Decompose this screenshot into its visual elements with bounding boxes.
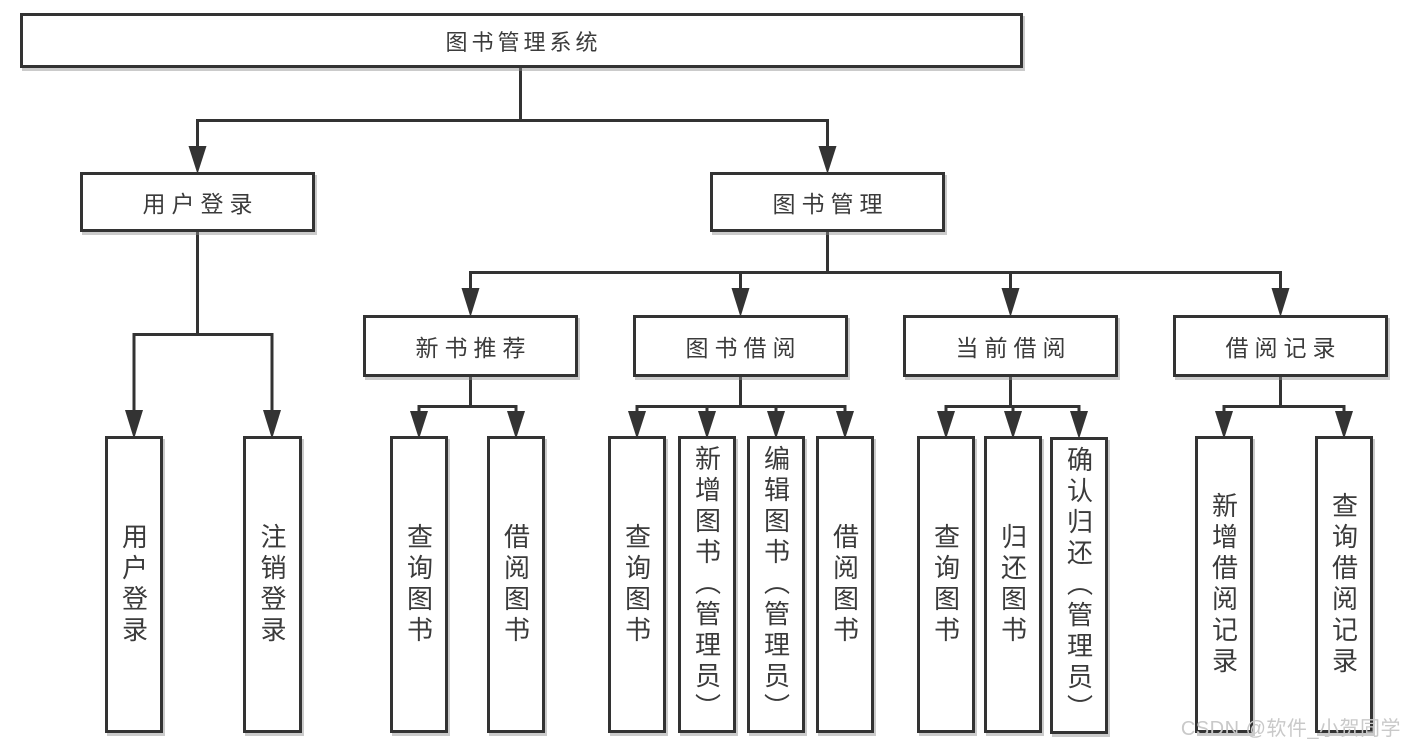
- connector-new-book-branch: [410, 377, 525, 439]
- leaf-query-books-current: 查询图书: [917, 436, 975, 733]
- node-label: 用户登录: [142, 191, 259, 217]
- node-label: 新书推荐: [415, 335, 532, 361]
- connector-book-borrowing-branch: [628, 377, 854, 439]
- node-library-management-system: 图书管理系统: [20, 13, 1023, 68]
- node-label: 当前借阅: [955, 335, 1072, 361]
- node-label: 确认归还（管理员）: [1063, 446, 1094, 725]
- leaf-add-book-admin: 新增图书（管理员）: [678, 436, 736, 733]
- node-label: 查询图书: [403, 522, 434, 647]
- watermark-csdn: CSDN @软件_小贺同学: [1180, 718, 1401, 740]
- leaf-query-books-recommend: 查询图书: [390, 436, 448, 733]
- node-user-login: 用户登录: [80, 172, 315, 232]
- leaf-add-borrow-record: 新增借阅记录: [1195, 436, 1253, 733]
- node-label: 归还图书: [997, 522, 1028, 647]
- node-label: 借阅记录: [1225, 335, 1342, 361]
- connector-borrow-records-branch: [1215, 377, 1353, 439]
- connector-user-login-branch: [125, 232, 281, 439]
- leaf-query-books-borrowing: 查询图书: [608, 436, 666, 733]
- node-label: 新增图书（管理员）: [691, 445, 722, 724]
- leaf-user-login: 用户登录: [105, 436, 163, 733]
- node-label: 查询借阅记录: [1328, 491, 1359, 678]
- node-book-borrowing: 图书借阅: [633, 315, 848, 377]
- connector-book-management-branch: [461, 232, 1290, 317]
- node-label: 借阅图书: [829, 522, 860, 647]
- node-label: 图书管理系统: [445, 29, 602, 55]
- leaf-return-books: 归还图书: [984, 436, 1042, 733]
- node-label: 图书借阅: [685, 335, 802, 361]
- leaf-logout: 注销登录: [243, 436, 302, 733]
- connector-root-to-level2: [188, 68, 837, 174]
- node-label: 图书管理: [772, 191, 889, 217]
- node-label: 新增借阅记录: [1208, 491, 1239, 678]
- node-label: 用户登录: [118, 522, 149, 647]
- leaf-borrow-books-recommend: 借阅图书: [487, 436, 545, 733]
- leaf-borrow-books-borrowing: 借阅图书: [816, 436, 874, 733]
- leaf-edit-book-admin: 编辑图书（管理员）: [747, 436, 805, 733]
- leaf-confirm-return-admin: 确认归还（管理员）: [1050, 437, 1108, 734]
- node-label: 查询图书: [621, 522, 652, 647]
- node-label: 查询图书: [930, 522, 961, 647]
- node-book-management: 图书管理: [710, 172, 945, 232]
- node-label: 借阅图书: [500, 522, 531, 647]
- node-label: 注销登录: [257, 522, 287, 647]
- connector-current-borrowing-branch: [937, 377, 1088, 439]
- node-new-book-recommendation: 新书推荐: [363, 315, 578, 377]
- node-borrowing-records: 借阅记录: [1173, 315, 1388, 377]
- node-current-borrowing: 当前借阅: [903, 315, 1118, 377]
- leaf-query-borrow-record: 查询借阅记录: [1315, 436, 1373, 733]
- node-label: 编辑图书（管理员）: [760, 445, 791, 724]
